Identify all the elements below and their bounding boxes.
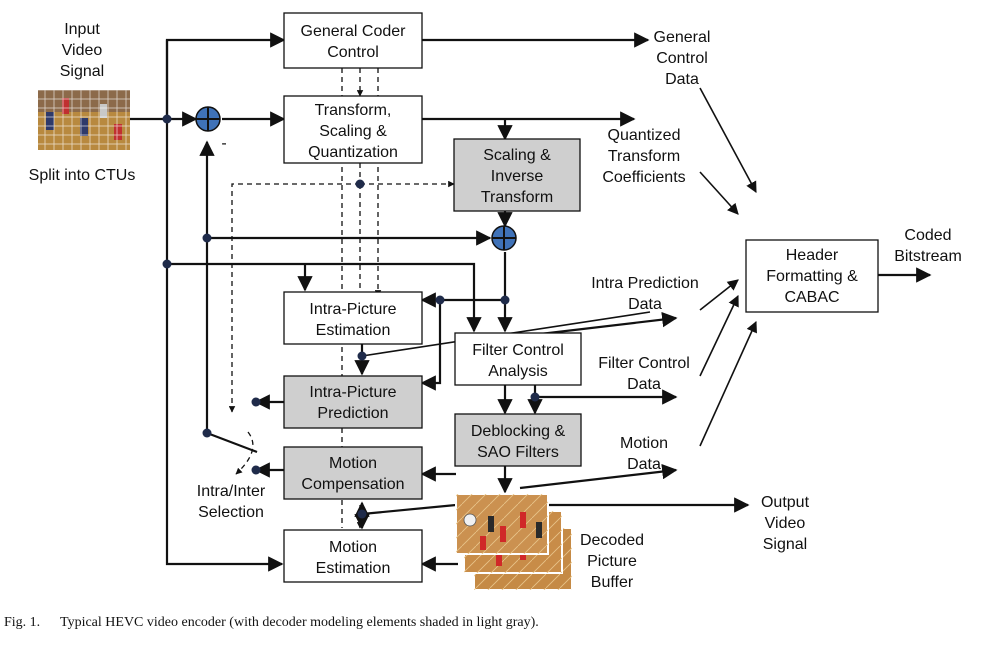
label-line: Data — [627, 456, 661, 473]
block-label-line: Motion — [329, 455, 377, 472]
block-label-line: Transform, — [315, 102, 392, 119]
label-minus-sign: - — [221, 135, 226, 152]
label-line: Signal — [763, 536, 807, 553]
block-filter-control-analysis: Filter Control Analysis — [454, 332, 582, 386]
block-header-formatting-cabac: Header Formatting & CABAC — [745, 239, 879, 313]
block-label-line: Analysis — [488, 363, 548, 380]
control-line-selection — [228, 183, 360, 413]
label-intra-inter-selection: Intra/Inter Selection — [197, 483, 266, 521]
block-motion-estimation: Motion Estimation — [283, 529, 423, 583]
caption-prefix: Fig. 1. — [4, 615, 40, 630]
label-line: Video — [765, 515, 806, 532]
block-label-line: Motion — [329, 539, 377, 556]
block-label-line: CABAC — [784, 289, 839, 306]
label-line: Coefficients — [602, 169, 685, 186]
label-quantized-transform-coefficients: Quantized Transform Coefficients — [602, 127, 685, 186]
block-label-line: Transform — [481, 189, 553, 206]
block-label-line: Intra-Picture — [309, 301, 396, 318]
junction-dots — [162, 114, 540, 519]
block-label-line: Formatting & — [766, 268, 858, 285]
label-line: Picture — [587, 553, 637, 570]
block-label-line: Header — [786, 247, 839, 264]
decoded-picture-buffer — [455, 493, 573, 591]
block-label-line: SAO Filters — [477, 444, 559, 461]
label-motion-data: Motion Data — [620, 435, 668, 473]
label-split-into-ctus: Split into CTUs — [29, 167, 136, 184]
label-line: Output — [761, 494, 810, 511]
block-label-line: Estimation — [316, 560, 391, 577]
block-label-line: Scaling & — [483, 147, 551, 164]
label-line: Data — [665, 71, 699, 88]
block-label-line: Compensation — [301, 476, 404, 493]
label-line: Buffer — [591, 574, 634, 591]
block-label-line: Control — [327, 44, 379, 61]
input-ctu-image — [38, 90, 130, 150]
block-motion-compensation: Motion Compensation — [283, 446, 423, 500]
block-label-line: Quantization — [308, 144, 398, 161]
label-general-control-data: General Control Data — [654, 29, 711, 88]
label-line: Control — [656, 50, 708, 67]
label-intra-prediction-data: Intra Prediction Data — [591, 275, 699, 313]
label-line: Selection — [198, 504, 264, 521]
label-line: Quantized — [608, 127, 681, 144]
block-scaling-inverse-transform: Scaling & Inverse Transform — [453, 138, 581, 212]
label-line: Input — [64, 21, 100, 38]
label-line: Signal — [60, 63, 104, 80]
block-label-line: Intra-Picture — [309, 384, 396, 401]
label-line: Coded — [904, 227, 951, 244]
label-line: Intra Prediction — [591, 275, 699, 292]
label-line: Data — [627, 376, 661, 393]
block-general-coder-control: General Coder Control — [283, 12, 423, 69]
dpb-frame-1 — [455, 493, 549, 555]
label-decoded-picture-buffer: Decoded Picture Buffer — [580, 532, 644, 591]
label-line: Transform — [608, 148, 680, 165]
block-transform-scaling-quantization: Transform, Scaling & Quantization — [283, 95, 423, 164]
label-coded-bitstream: Coded Bitstream — [894, 227, 962, 265]
block-label-line: General Coder — [301, 23, 407, 40]
figure-caption: Fig. 1. Typical HEVC video encoder (with… — [4, 615, 539, 630]
label-line: Video — [62, 42, 103, 59]
block-label-line: Filter Control — [472, 342, 564, 359]
subtraction-adder — [195, 106, 221, 132]
label-line: Bitstream — [894, 248, 962, 265]
label-line: Data — [628, 296, 662, 313]
label-line: Motion — [620, 435, 668, 452]
label-line: General — [654, 29, 711, 46]
label-line: Filter Control — [598, 355, 690, 372]
reconstruction-adder — [491, 225, 517, 251]
block-intra-picture-prediction: Intra-Picture Prediction — [283, 375, 423, 429]
block-label-line: Deblocking & — [471, 423, 566, 440]
block-label-line: Estimation — [316, 322, 391, 339]
block-deblocking-sao-filters: Deblocking & SAO Filters — [454, 413, 582, 467]
block-intra-picture-estimation: Intra-Picture Estimation — [283, 291, 423, 345]
caption-text: Typical HEVC video encoder (with decoder… — [60, 615, 539, 630]
label-input-video-signal: Input Video Signal — [60, 21, 104, 80]
block-label-line: Prediction — [317, 405, 388, 422]
label-output-video-signal: Output Video Signal — [761, 494, 810, 553]
block-label-line: Inverse — [491, 168, 544, 185]
label-line: Intra/Inter — [197, 483, 266, 500]
label-filter-control-data: Filter Control Data — [598, 355, 690, 393]
block-label-line: Scaling & — [319, 123, 387, 140]
label-line: Decoded — [580, 532, 644, 549]
